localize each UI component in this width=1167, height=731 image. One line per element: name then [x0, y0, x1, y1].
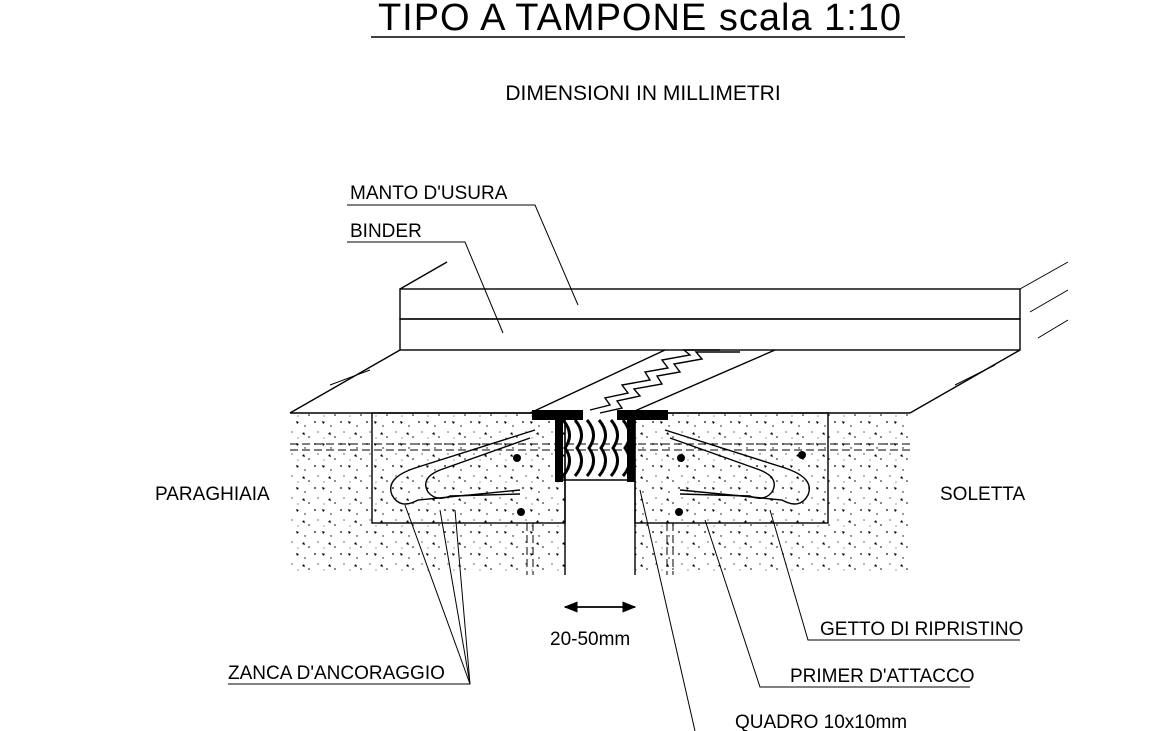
- left-cover-plate: [532, 410, 583, 420]
- leader-lines: [228, 204, 1020, 731]
- label-manto: MANTO D'USURA: [350, 183, 508, 204]
- drawing-subtitle: DIMENSIONI IN MILLIMETRI: [505, 82, 780, 105]
- wearing-course-layer: [399, 288, 1021, 320]
- quadro-bar-right: [627, 420, 635, 482]
- drawing-title: TIPO A TAMPONE scala 1:10: [378, 0, 902, 39]
- deck-concrete: [635, 413, 910, 575]
- label-primer: PRIMER D'ATTACCO: [790, 666, 974, 687]
- label-soletta: SOLETTA: [940, 484, 1025, 505]
- label-zanca: ZANCA D'ANCORAGGIO: [228, 663, 445, 684]
- label-binder: BINDER: [350, 221, 422, 242]
- pavement-layers: [289, 261, 1069, 414]
- anchor-loops: [390, 429, 810, 516]
- binder-layer: [399, 318, 1021, 351]
- right-cover-plate: [617, 410, 668, 420]
- label-paraghiaia: PARAGHIAIA: [155, 484, 270, 505]
- repair-cast-left: [371, 412, 566, 524]
- concrete-blocks: [290, 412, 910, 575]
- label-getto: GETTO DI RIPRISTINO: [820, 619, 1023, 640]
- label-quadro: QUADRO 10x10mm: [735, 712, 907, 731]
- elastomer-bellows: [561, 419, 631, 477]
- abutment-concrete: [290, 413, 565, 575]
- label-gap: 20-50mm: [550, 629, 630, 650]
- joint-device: [532, 410, 668, 482]
- quadro-bar-left: [555, 420, 563, 482]
